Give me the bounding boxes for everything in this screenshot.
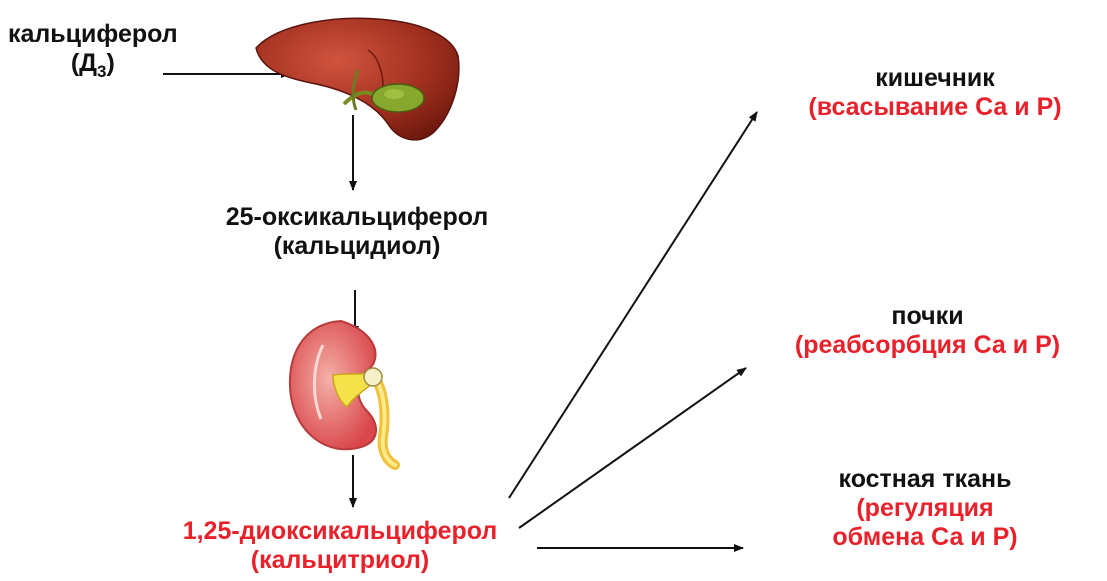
arrow-to-intestine — [509, 112, 757, 498]
target-intestine-name: кишечник — [770, 64, 1100, 93]
target-kidneys: почки (реабсорбция Са и Р) — [755, 302, 1100, 360]
step1-label: 25-оксикальциферол (кальцидиол) — [192, 203, 522, 261]
step1-name: 25-оксикальциферол — [192, 203, 522, 232]
step2-alias: (кальцитриол) — [125, 546, 555, 575]
source-formula-end: ) — [106, 49, 114, 77]
target-bone: костная ткань (регуляция обмена Са и Р) — [790, 465, 1060, 551]
target-intestine-effect: (всасывание Са и Р) — [770, 93, 1100, 122]
target-bone-name: костная ткань — [790, 465, 1060, 494]
target-bone-effect-2: обмена Са и Р) — [790, 523, 1060, 552]
target-bone-effect-1: (регуляция — [790, 494, 1060, 523]
step1-alias: (кальцидиол) — [192, 232, 522, 261]
source-name: кальциферол — [8, 20, 178, 49]
step2-label: 1,25-диоксикальциферол (кальцитриол) — [125, 517, 555, 575]
source-formula: (Д3) — [8, 49, 178, 82]
source-formula-main: (Д — [71, 49, 97, 77]
target-kidneys-name: почки — [755, 302, 1100, 331]
source-label: кальциферол (Д3) — [8, 20, 178, 81]
target-intestine: кишечник (всасывание Са и Р) — [770, 64, 1100, 122]
liver-icon — [248, 10, 463, 150]
kidney-icon — [283, 315, 423, 475]
step2-name: 1,25-диоксикальциферол — [125, 517, 555, 546]
arrow-to-kidneys — [519, 368, 746, 528]
target-kidneys-effect: (реабсорбция Са и Р) — [755, 331, 1100, 360]
